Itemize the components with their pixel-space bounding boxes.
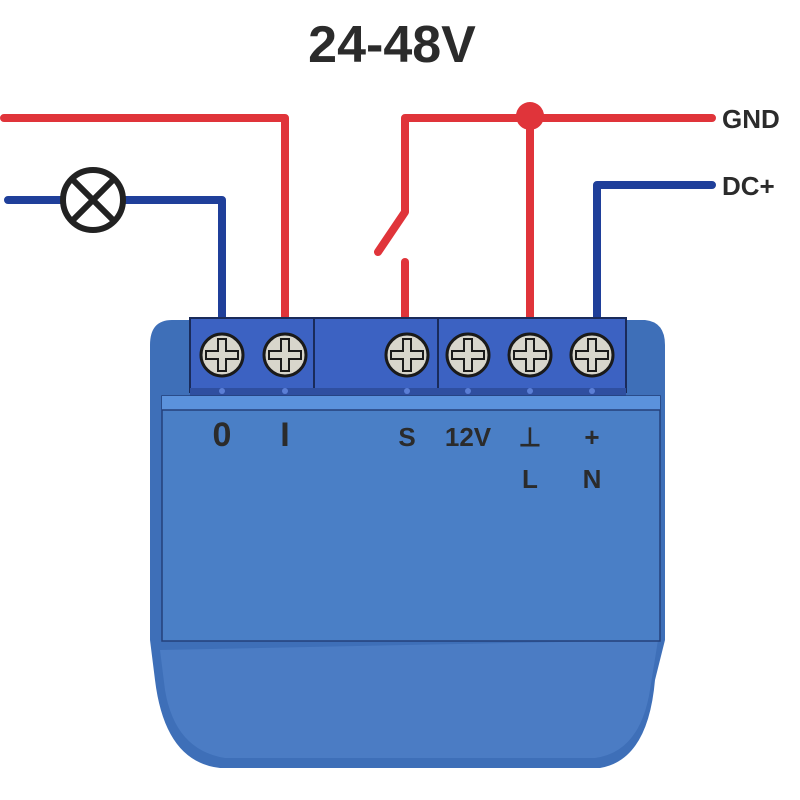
terminal-sublabel: L [522,464,538,494]
junction-dot [516,102,544,130]
switch-gnd-wire [374,114,716,256]
voltage-title: 24-48V [308,16,476,74]
screw-terminal-2[interactable] [384,332,430,394]
front-panel [161,395,661,642]
terminal-label: 12V [445,422,492,452]
dc-plus-wire [593,181,716,322]
lamp-wire [4,196,226,322]
screw-terminal-5[interactable] [569,332,615,394]
screw-terminal-1[interactable] [262,332,308,394]
dc-plus-label: DC+ [722,171,775,201]
screw-terminal-4[interactable] [507,332,553,394]
terminal-label: + [584,422,599,452]
screw-terminal-0[interactable] [199,332,245,394]
terminal-label: 0 [213,416,232,454]
gnd-label: GND [722,104,780,134]
terminal-label: I [280,416,289,454]
terminal-label: S [398,422,415,452]
live-input-wire [0,114,289,322]
screw-terminal-3[interactable] [445,332,491,394]
terminal-sublabel: N [583,464,602,494]
terminal-label: ⊥ [519,422,542,452]
lamp-icon [60,167,126,233]
relay-device: 0 I S 12V ⊥ L + N [150,317,665,768]
